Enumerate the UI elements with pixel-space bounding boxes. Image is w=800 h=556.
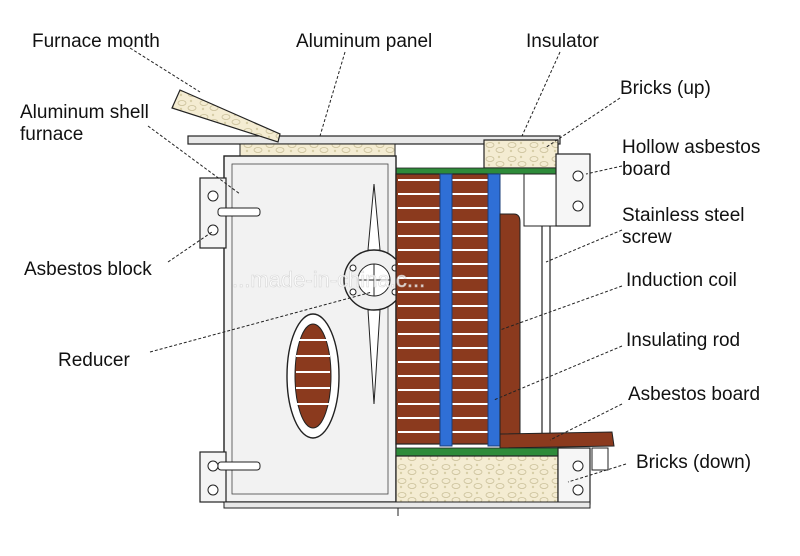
label-aluminum-shell-2: furnace — [20, 124, 83, 145]
leader-asbestos-block — [167, 231, 213, 263]
leader-hollow-asbestos — [585, 165, 623, 175]
label-induction-coil: Induction coil — [626, 270, 737, 291]
base-plate — [223, 501, 591, 509]
label-aluminum-panel: Aluminum panel — [296, 31, 432, 52]
leader-furnace-month — [129, 47, 201, 93]
furnace-mouth — [171, 89, 281, 143]
watermark: ...made-in-china.c... — [232, 267, 425, 292]
aluminum-shell-inner — [231, 163, 389, 495]
label-insulating-rod: Insulating rod — [626, 330, 740, 351]
label-hollow-asbestos-2: board — [622, 159, 671, 180]
lower-green-layer — [395, 447, 559, 457]
label-insulator: Insulator — [526, 31, 600, 52]
right-frame — [523, 173, 557, 227]
leader-insulator — [521, 51, 561, 137]
asbestos-board-strip — [499, 431, 615, 449]
label-bricks-down: Bricks (down) — [636, 452, 751, 473]
hollow-asbestos-board — [555, 153, 591, 227]
bricks-down — [395, 455, 559, 505]
label-reducer: Reducer — [58, 350, 130, 371]
leader-aluminum-shell — [147, 125, 241, 195]
leader-induction-coil — [499, 285, 623, 331]
leader-insulating-rod — [493, 345, 623, 401]
label-asbestos-block: Asbestos block — [24, 259, 152, 280]
label-furnace-month: Furnace month — [32, 31, 160, 52]
bricks-top-left — [239, 143, 396, 157]
label-hollow-asbestos-1: Hollow asbestos — [622, 137, 760, 158]
leader-asbestos-board — [549, 403, 623, 441]
leader-bricks-down — [567, 463, 627, 483]
asbestos-block-upper — [199, 177, 261, 249]
bottom-right-bracket — [557, 447, 609, 505]
stainless-steel-screw — [541, 221, 551, 441]
label-aluminum-shell-1: Aluminum shell — [20, 102, 149, 123]
leader-stainless-screw — [545, 229, 623, 263]
upper-green-layer — [395, 167, 559, 175]
leader-reducer — [149, 291, 373, 353]
label-asbestos-board: Asbestos board — [628, 384, 760, 405]
leader-aluminum-panel — [319, 51, 346, 137]
bricks-up — [483, 139, 559, 169]
insulating-rod-left — [439, 173, 453, 447]
insulating-rod-right — [487, 173, 501, 447]
label-stainless-screw-2: screw — [622, 227, 672, 248]
leader-bricks-up — [544, 97, 621, 149]
coil-viewing-window — [286, 313, 340, 439]
asbestos-block-lower — [199, 451, 261, 503]
label-stainless-screw-1: Stainless steel — [622, 205, 745, 226]
label-bricks-up: Bricks (up) — [620, 78, 711, 99]
coil-side-bend — [499, 213, 521, 441]
